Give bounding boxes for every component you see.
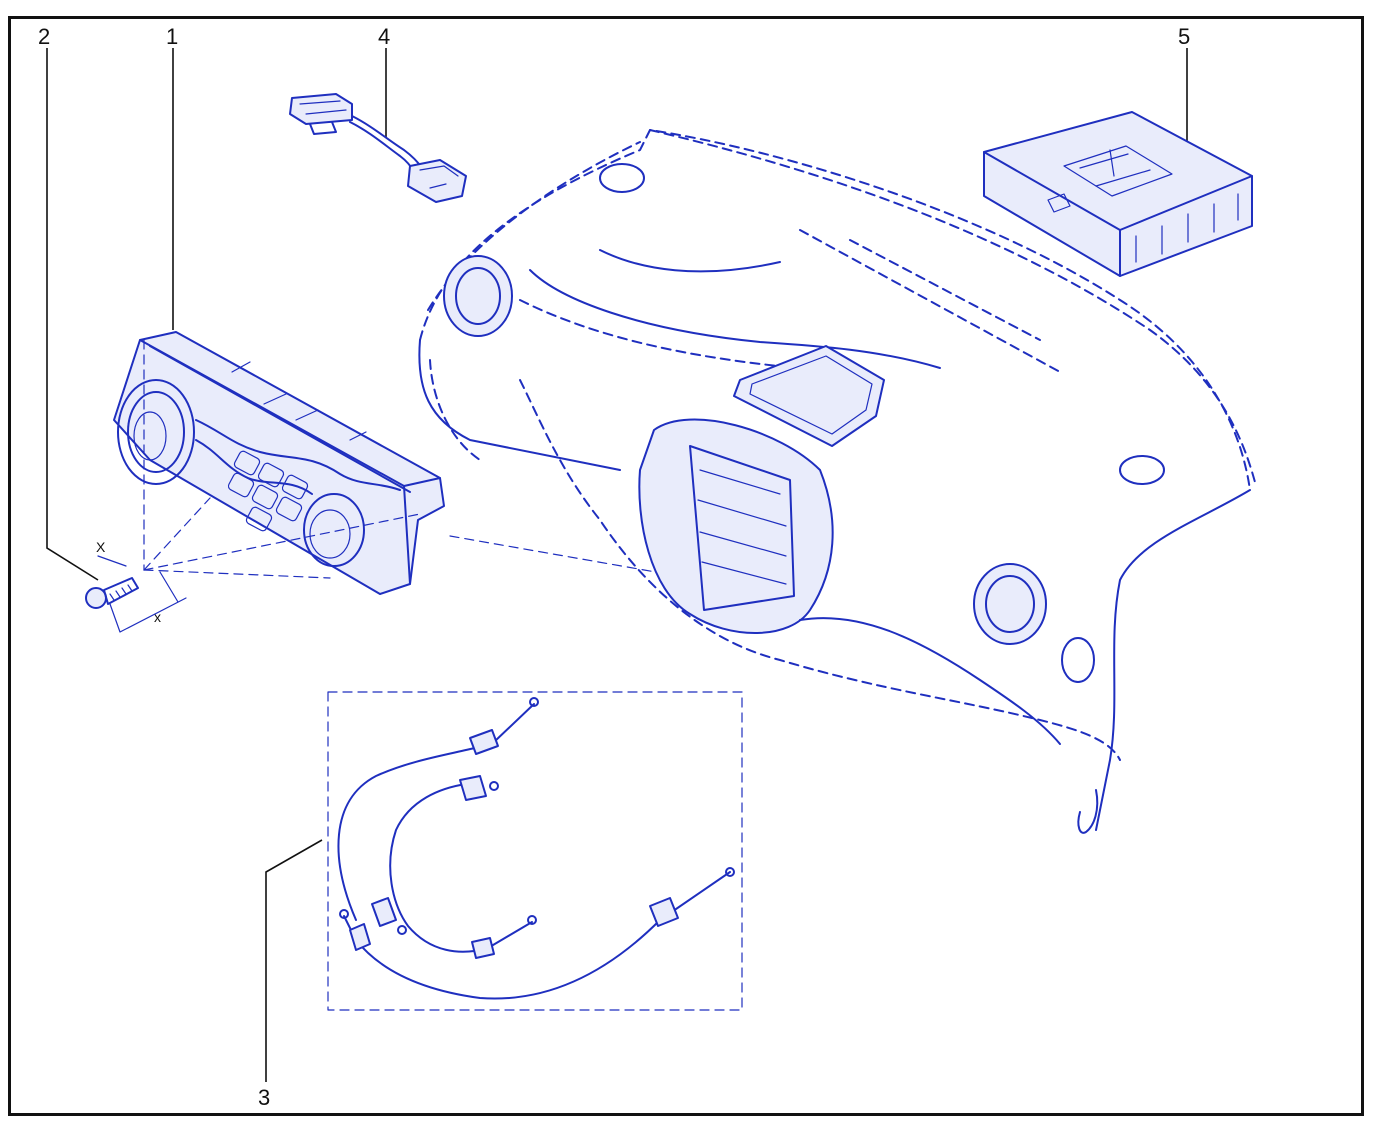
harness-detail-box [327,691,743,1011]
dimension-marks: X x [96,539,187,633]
module-part-5 [983,111,1253,277]
callout-label-2: 2 [38,24,50,49]
callout-label-5: 5 [1178,24,1190,49]
dashboard-assembly [418,129,1257,834]
callout-4: 4 [378,24,390,138]
cable-harness-part-3 [327,691,743,1011]
dimension-label-x-upper: X [96,539,106,555]
callout-5: 5 [1178,24,1190,146]
callout-1: 1 [166,24,178,330]
leader-line-2 [46,48,99,581]
callout-label-1: 1 [166,24,178,49]
screw-part-2 [85,577,139,609]
callout-2: 2 [38,24,99,581]
dimension-label-x-lower: x [154,609,161,625]
leader-line-3 [265,839,323,1082]
button-cluster [227,450,309,532]
harness-part-4 [289,93,467,203]
callout-label-4: 4 [378,24,390,49]
callout-label-3: 3 [258,1085,270,1110]
assembly-guide-lines [143,339,691,579]
control-panel-part-1 [113,331,445,595]
callout-3: 3 [258,839,323,1110]
